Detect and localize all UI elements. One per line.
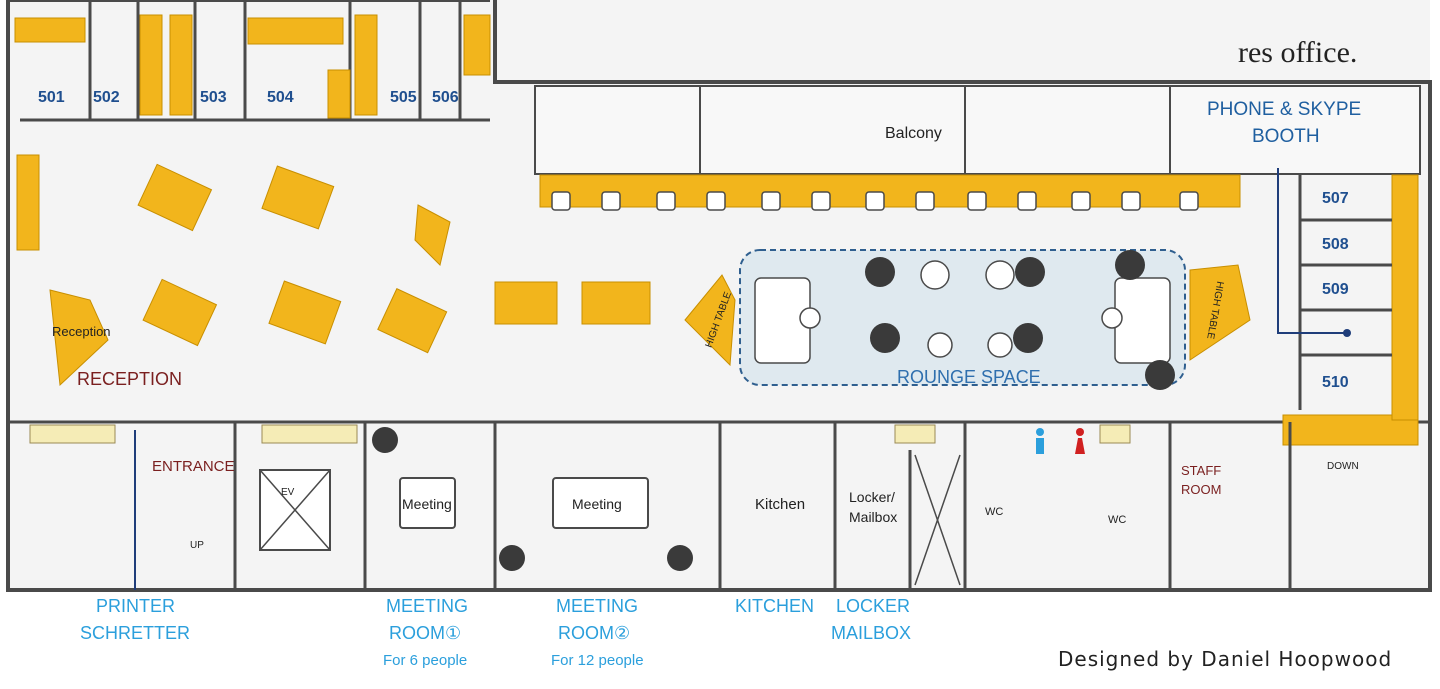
lounge-label: ROUNGE SPACE xyxy=(897,367,1041,387)
wc-left-label: WC xyxy=(985,506,1004,518)
room-502-label: 502 xyxy=(93,89,120,106)
south-windows xyxy=(29,424,1131,444)
stairs-up-label: UP xyxy=(190,540,204,551)
room-504-label: 504 xyxy=(267,89,294,106)
restroom-icons xyxy=(1036,428,1085,454)
room-509-label: 509 xyxy=(1322,281,1349,298)
room-506-label: 506 xyxy=(432,89,459,106)
ev-cross xyxy=(259,454,961,586)
elevator-label: EV xyxy=(281,487,295,498)
balcony-label: Balcony xyxy=(885,125,942,142)
entrance-label: ENTRANCE xyxy=(152,458,235,475)
meeting-room-1-callout-line2: ROOM① xyxy=(389,623,462,643)
booth-marker xyxy=(1343,329,1351,337)
room-503-label: 503 xyxy=(200,89,227,106)
room-510-label: 510 xyxy=(1322,374,1349,391)
meeting-room-2-callout-line1: MEETING xyxy=(556,596,639,616)
meeting-room-2-callout-line2: ROOM② xyxy=(558,623,631,643)
locker-label-line2: Mailbox xyxy=(849,509,898,525)
lounge-area xyxy=(739,249,1186,386)
office-desks xyxy=(14,14,1419,446)
stairs-down-label: DOWN xyxy=(1327,461,1359,472)
phone-booth-callout-line1: PHONE & SKYPE xyxy=(1207,99,1362,120)
printer-callout-line2: SCHRETTER xyxy=(80,623,191,643)
brand-logo: res office. xyxy=(1238,36,1358,69)
room-505-label: 505 xyxy=(390,89,417,106)
locker-callout-line1: LOCKER xyxy=(836,596,911,616)
staff-room-label-line1: STAFF xyxy=(1181,463,1222,478)
lounge-furniture xyxy=(754,260,1171,364)
south-rooms xyxy=(233,422,1292,590)
lounge-plants xyxy=(865,250,1175,390)
locker-label-line1: Locker/ xyxy=(849,489,895,505)
staff-room-label-line2: ROOM xyxy=(1181,482,1222,497)
reception-desk-label: Reception xyxy=(52,324,111,339)
reception-label: RECEPTION xyxy=(77,369,183,389)
phone-booth-callout-line2: BOOTH xyxy=(1252,126,1320,147)
kitchen-callout: KITCHEN xyxy=(735,596,815,616)
printer-callout-line1: PRINTER xyxy=(96,596,176,616)
balcony xyxy=(534,85,1421,175)
meeting-room-1-label: Meeting xyxy=(402,496,452,512)
phone-booths xyxy=(1298,175,1392,410)
meeting-room-2-label: Meeting xyxy=(572,496,622,512)
room-501-label: 501 xyxy=(38,89,65,106)
designer-credit: Designed by Daniel Hoopwood xyxy=(1058,647,1393,671)
south-plants xyxy=(372,427,693,571)
room-507-label: 507 xyxy=(1322,190,1349,207)
meeting-room-1-callout-line1: MEETING xyxy=(386,596,469,616)
meeting-room-2-capacity: For 12 people xyxy=(551,652,644,669)
wc-right-label: WC xyxy=(1108,514,1127,526)
bench-chairs xyxy=(551,191,1199,211)
kitchen-label: Kitchen xyxy=(755,496,806,513)
callout-lines xyxy=(134,168,1345,590)
cluster-desks xyxy=(49,163,1251,387)
locker-callout-line2: MAILBOX xyxy=(831,623,912,643)
meeting-room-1-capacity: For 6 people xyxy=(383,652,468,669)
room-508-label: 508 xyxy=(1322,236,1349,253)
